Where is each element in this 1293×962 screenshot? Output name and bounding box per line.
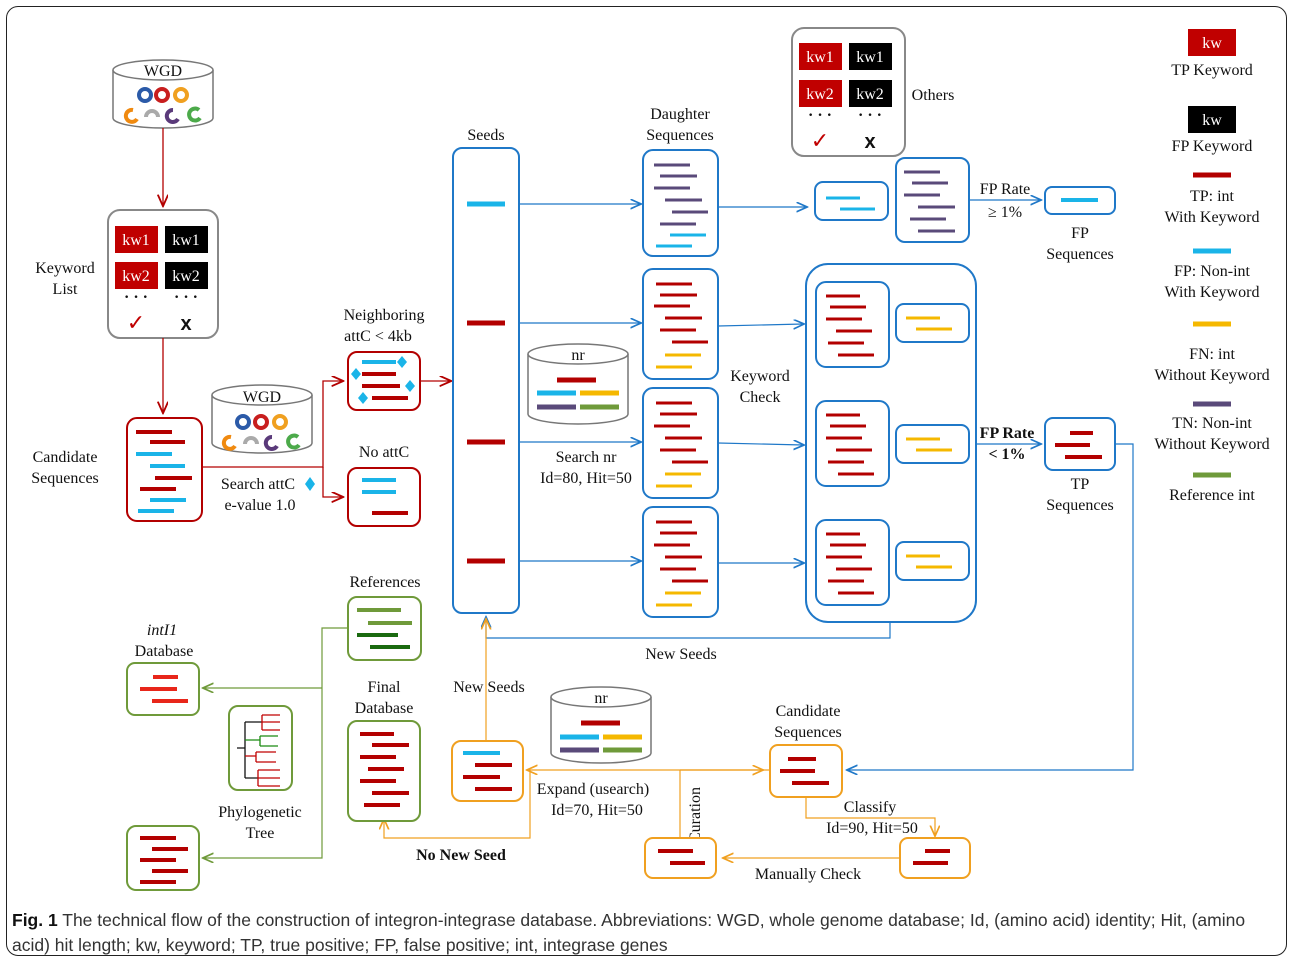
svg-text:Neighboring: Neighboring xyxy=(344,307,425,324)
svg-text:e-value 1.0: e-value 1.0 xyxy=(224,497,295,514)
svg-text:With Keyword: With Keyword xyxy=(1165,209,1260,226)
svg-text:New Seeds: New Seeds xyxy=(453,679,525,696)
svg-text:Id=90, Hit=50: Id=90, Hit=50 xyxy=(826,820,918,837)
svg-text:Others: Others xyxy=(912,87,955,104)
seeds-column xyxy=(452,147,520,614)
svg-text:Phylogenetic: Phylogenetic xyxy=(218,804,302,821)
svg-text:FP Rate: FP Rate xyxy=(980,425,1035,442)
svg-text:kw2: kw2 xyxy=(172,268,200,285)
svg-text:TP: TP xyxy=(1071,476,1090,493)
references-box xyxy=(347,596,422,661)
svg-text:FP Rate: FP Rate xyxy=(980,181,1031,198)
svg-text:kw1: kw1 xyxy=(806,49,834,66)
keyword-list-box: kw1 kw1 kw2 kw2 · · · · · · ✓ x xyxy=(107,209,219,339)
svg-text:Id=70, Hit=50: Id=70, Hit=50 xyxy=(551,802,643,819)
svg-text:References: References xyxy=(349,574,420,591)
wgd-database-middle: WGD xyxy=(211,384,313,454)
cross-icon: x xyxy=(180,313,191,335)
caption-fig-label: Fig. 1 xyxy=(12,910,58,930)
kc-group-1 xyxy=(815,281,970,368)
svg-text:Sequences: Sequences xyxy=(31,470,99,487)
svg-text:Keyword: Keyword xyxy=(730,368,790,385)
wgd-database-top: WGD xyxy=(112,59,214,129)
svg-text:kw1: kw1 xyxy=(856,49,884,66)
svg-text:kw: kw xyxy=(1202,112,1222,129)
svg-text:· · ·: · · · xyxy=(858,107,882,124)
svg-text:Sequences: Sequences xyxy=(1046,246,1114,263)
svg-text:Final: Final xyxy=(368,679,401,696)
nr-database-bottom: nr xyxy=(550,686,652,764)
svg-text:Candidate: Candidate xyxy=(776,703,841,720)
svg-text:Check: Check xyxy=(740,389,781,406)
svg-text:Manually Check: Manually Check xyxy=(755,866,861,883)
svg-text:nr: nr xyxy=(594,690,608,707)
kc-group-2 xyxy=(815,400,970,487)
svg-text:Id=80, Hit=50: Id=80, Hit=50 xyxy=(540,470,632,487)
svg-text:FP: FP xyxy=(1071,225,1089,242)
svg-text:FN: int: FN: int xyxy=(1189,346,1235,363)
svg-text:TP: int: TP: int xyxy=(1190,188,1235,205)
svg-text:Expand (usearch): Expand (usearch) xyxy=(537,781,649,798)
classified-box xyxy=(899,837,971,879)
svg-text:kw1: kw1 xyxy=(172,232,200,249)
svg-text:✓: ✓ xyxy=(811,128,829,153)
svg-text:FP: Non-int: FP: Non-int xyxy=(1174,263,1251,280)
svg-text:WGD: WGD xyxy=(243,389,281,406)
svg-text:attC < 4kb: attC < 4kb xyxy=(344,328,412,345)
svg-text:Sequences: Sequences xyxy=(774,724,842,741)
svg-text:≥ 1%: ≥ 1% xyxy=(988,204,1022,221)
svg-text:Reference int: Reference int xyxy=(1169,487,1255,504)
svg-text:· · ·: · · · xyxy=(124,289,148,306)
svg-text:New Seeds: New Seeds xyxy=(645,646,717,663)
svg-text:No attC: No attC xyxy=(359,444,409,461)
svg-text:nr: nr xyxy=(571,347,585,364)
wgd-label: WGD xyxy=(144,63,182,80)
figure-frame xyxy=(6,6,1287,956)
svg-text:kw2: kw2 xyxy=(806,86,834,103)
svg-text:Classify: Classify xyxy=(844,799,896,816)
svg-text:No New Seed: No New Seed xyxy=(416,847,506,864)
svg-text:TN: Non-int: TN: Non-int xyxy=(1172,415,1252,432)
svg-text:· · ·: · · · xyxy=(808,107,832,124)
svg-text:Keyword: Keyword xyxy=(35,260,95,277)
curated-box xyxy=(644,837,717,879)
svg-text:Search nr: Search nr xyxy=(556,449,618,466)
svg-text:Candidate: Candidate xyxy=(33,449,98,466)
svg-text:Without Keyword: Without Keyword xyxy=(1154,367,1269,384)
svg-text:TP Keyword: TP Keyword xyxy=(1171,62,1253,79)
svg-text:List: List xyxy=(53,281,78,298)
caption-text: The technical flow of the construction o… xyxy=(12,910,1246,955)
svg-text:With Keyword: With Keyword xyxy=(1165,284,1260,301)
svg-text:Tree: Tree xyxy=(246,825,275,842)
svg-text:Seeds: Seeds xyxy=(467,127,504,144)
svg-text:kw2: kw2 xyxy=(122,268,150,285)
svg-text:x: x xyxy=(864,131,875,153)
others-keyword-box: kw1 kw1 kw2 kw2 · · · · · · ✓ x xyxy=(791,27,906,157)
svg-text:< 1%: < 1% xyxy=(988,446,1025,463)
new-seeds-box xyxy=(451,740,524,802)
legend: kw TP Keyword kw FP Keyword TP: int With… xyxy=(1154,29,1270,504)
svg-text:Database: Database xyxy=(135,643,194,660)
svg-text:Without Keyword: Without Keyword xyxy=(1154,436,1269,453)
svg-text:kw1: kw1 xyxy=(122,232,150,249)
svg-text:Curation: Curation xyxy=(687,787,704,843)
svg-text:Daughter: Daughter xyxy=(650,106,710,123)
kc-group-3 xyxy=(815,519,970,606)
svg-text:· · ·: · · · xyxy=(174,289,198,306)
flow-diagram: WGD kw1 kw1 kw2 kw2 · · · · · · ✓ x Keyw… xyxy=(31,27,1270,891)
svg-text:intI1: intI1 xyxy=(147,622,177,639)
svg-text:kw: kw xyxy=(1202,35,1222,52)
svg-text:Sequences: Sequences xyxy=(1046,497,1114,514)
nr-database-middle: nr xyxy=(527,343,629,425)
svg-text:Search attC: Search attC xyxy=(221,476,295,493)
svg-text:FP Keyword: FP Keyword xyxy=(1172,138,1253,155)
fp-seq-small xyxy=(814,181,889,221)
svg-text:Sequences: Sequences xyxy=(646,127,714,144)
no-attc-box xyxy=(347,467,421,527)
check-icon: ✓ xyxy=(127,310,145,335)
figure-caption: Fig. 1 The technical flow of the constru… xyxy=(12,908,1274,958)
tree-icon xyxy=(237,714,280,787)
svg-text:Database: Database xyxy=(355,700,414,717)
svg-text:kw2: kw2 xyxy=(856,86,884,103)
